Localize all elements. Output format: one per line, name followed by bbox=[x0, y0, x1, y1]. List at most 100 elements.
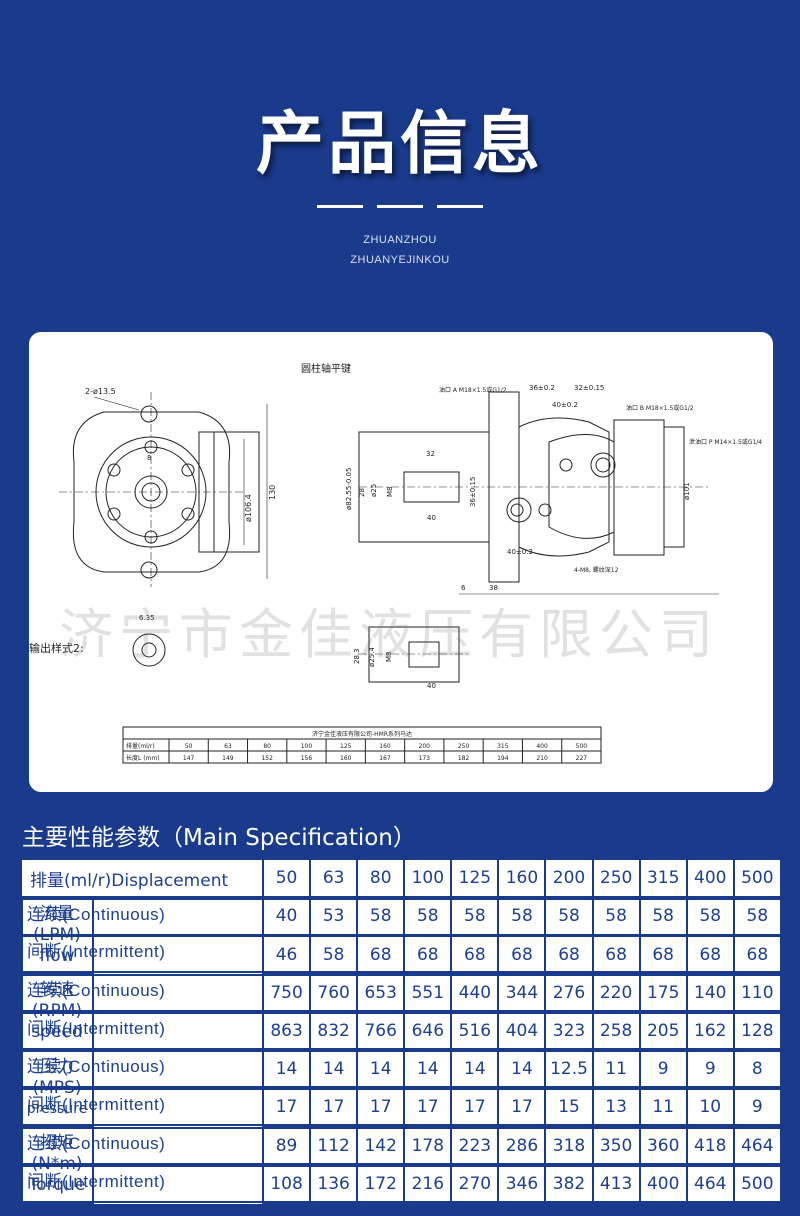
side-view: 油口 A M18×1.5或G1/2 36±0.2 32±0.15 40±0.2 … bbox=[345, 384, 762, 595]
continuous-label: 连续(Continuous) bbox=[21, 1050, 800, 1089]
drawing-table-cell: 500 bbox=[576, 743, 588, 750]
spec-value: 653 bbox=[356, 972, 406, 1013]
spec-value: 551 bbox=[403, 972, 453, 1013]
displacement-value: 500 bbox=[732, 857, 782, 899]
displacement-value: 200 bbox=[544, 857, 594, 899]
dia-25: ø25 bbox=[370, 484, 378, 497]
intermittent-label: 间断(Intermittent) bbox=[21, 935, 800, 974]
drawing-table-cell: 227 bbox=[576, 755, 588, 762]
dia-254: ø25.4 bbox=[368, 647, 376, 667]
spec-value: 58 bbox=[638, 896, 688, 937]
spec-value: 13 bbox=[591, 1087, 641, 1128]
drawing-table-cell: 250 bbox=[458, 743, 470, 750]
dia-101: ø101 bbox=[683, 482, 691, 500]
output-style-2: 输出样式2: 6.35 28.3 ø25.4 M8 40 bbox=[29, 614, 469, 690]
drawing-table-cell: 194 bbox=[497, 755, 509, 762]
displacement-value: 315 bbox=[638, 857, 688, 899]
m8-thread: M8 bbox=[386, 487, 394, 498]
drawing-table-title: 济宁金佳液压有限公司-HMR系列马达 bbox=[312, 730, 412, 738]
drawing-table-cell: 147 bbox=[183, 755, 195, 762]
spec-value: 58 bbox=[450, 896, 500, 937]
continuous-label: 连续(Continuous) bbox=[21, 898, 800, 937]
dim-283: 28.3 bbox=[353, 648, 361, 664]
group-label-line: speed bbox=[31, 1022, 83, 1043]
dim-36v: 36±0.15 bbox=[469, 477, 477, 507]
drawing-table-cell: 173 bbox=[419, 755, 431, 762]
key-635: 6.35 bbox=[139, 614, 155, 622]
drawing-table-cell: 160 bbox=[340, 755, 352, 762]
port-p-label: 泄油口 P M14×1.5或G1/4 bbox=[689, 438, 762, 446]
displacement-value: 100 bbox=[403, 857, 453, 899]
dim-28: 28 bbox=[358, 488, 366, 497]
spec-value: 418 bbox=[685, 1125, 735, 1166]
drawing-caption: 圆柱轴平键 bbox=[301, 362, 351, 375]
height-130-dim: 130 bbox=[268, 485, 277, 500]
displacement-value: 400 bbox=[685, 857, 735, 899]
spec-heading: 主要性能参数（Main Specification） bbox=[22, 825, 416, 851]
spec-value: 516 bbox=[450, 1010, 500, 1052]
spec-value: 68 bbox=[732, 934, 782, 975]
spec-value: 270 bbox=[450, 1163, 500, 1205]
group-label-line: pressure bbox=[26, 1100, 88, 1117]
continuous-label: 连续(Continuous) bbox=[21, 973, 800, 1012]
divider-dash bbox=[377, 205, 423, 208]
intermittent-label: 间断(Intermittent) bbox=[21, 1164, 800, 1203]
drawing-table-cell: 125 bbox=[340, 743, 352, 750]
spec-value: 344 bbox=[497, 972, 547, 1013]
spec-value: 404 bbox=[497, 1010, 547, 1052]
displacement-value: 125 bbox=[450, 857, 500, 899]
displacement-label: 排量(ml/r)Displacement bbox=[19, 857, 265, 899]
divider-dash bbox=[317, 205, 363, 208]
spec-value: 14 bbox=[403, 1049, 453, 1090]
drawing-table-row-label: 长度L (mm) bbox=[126, 754, 160, 762]
technical-drawing: 圆柱轴平键 2-ø13.5 8 ø106.4 13 bbox=[29, 362, 762, 764]
spec-value: 413 bbox=[591, 1163, 641, 1205]
spec-value: 216 bbox=[403, 1163, 453, 1205]
intermittent-label: 间断(Intermittent) bbox=[21, 1088, 800, 1127]
subtitle-line-1: ZHUANZHOU bbox=[363, 234, 437, 246]
front-view: 2-ø13.5 8 ø106.4 130 bbox=[59, 387, 277, 587]
spec-value: 760 bbox=[309, 972, 359, 1013]
len-40: 40 bbox=[427, 514, 436, 522]
group-label-line: flow bbox=[39, 945, 75, 966]
drawing-table-cell: 100 bbox=[301, 743, 313, 750]
drawing-table-cell: 210 bbox=[536, 755, 548, 762]
drawing-table-row-label: 排量(ml/r) bbox=[126, 742, 155, 750]
drawing-table-cell: 80 bbox=[263, 743, 271, 750]
dim-38: 38 bbox=[489, 584, 498, 592]
displacement-value: 63 bbox=[309, 857, 359, 899]
divider-dash bbox=[437, 205, 483, 208]
group-label-line: 流量 bbox=[40, 903, 74, 924]
dim-40b: 40±0.2 bbox=[507, 548, 533, 556]
spec-value: 382 bbox=[544, 1163, 594, 1205]
drawing-table-cell: 167 bbox=[379, 755, 391, 762]
len-32: 32 bbox=[426, 450, 435, 458]
dia-8255: ø82.55-0.05 bbox=[345, 468, 353, 510]
drawing-table-cell: 63 bbox=[224, 743, 232, 750]
spec-value: 89 bbox=[262, 1125, 312, 1166]
spec-value: 14 bbox=[356, 1049, 406, 1090]
drawing-table-cell: 400 bbox=[536, 743, 548, 750]
spec-value: 464 bbox=[685, 1163, 735, 1205]
spec-value: 140 bbox=[685, 972, 735, 1013]
spec-value: 58 bbox=[497, 896, 547, 937]
drawing-table-cell: 200 bbox=[419, 743, 431, 750]
spec-value: 464 bbox=[732, 1125, 782, 1166]
drawing-table-cell: 182 bbox=[458, 755, 470, 762]
dim-36: 36±0.2 bbox=[529, 384, 555, 392]
holes-dim: 2-ø13.5 bbox=[85, 387, 116, 396]
subtitle-line-2: ZHUANYEJINKOU bbox=[350, 254, 450, 266]
spec-value: 323 bbox=[544, 1010, 594, 1052]
dim-6: 6 bbox=[461, 584, 466, 592]
group-label-line: Torque bbox=[28, 1175, 86, 1196]
drawing-table-cell: 315 bbox=[497, 743, 509, 750]
